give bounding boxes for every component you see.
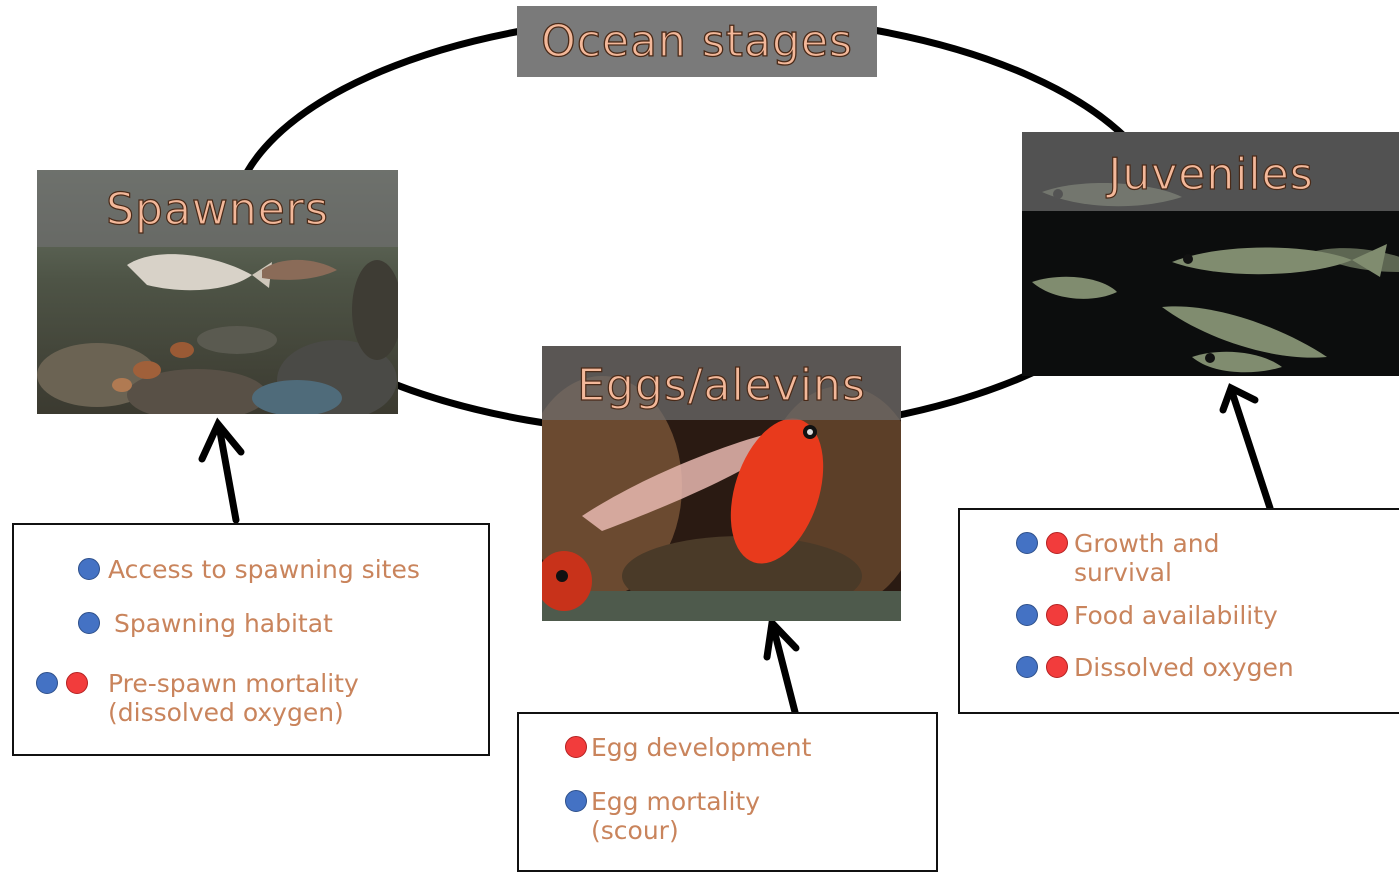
blue-dot-icon xyxy=(78,612,100,634)
juveniles-factors-box: Growth and survival Food availability Di… xyxy=(958,508,1399,714)
arrow-eggs xyxy=(767,623,796,712)
factor-egg-mortality: Egg mortality (scour) xyxy=(565,787,760,845)
factor-egg-development: Egg development xyxy=(565,733,811,762)
factor-label: Egg development xyxy=(591,733,811,762)
arrow-juveniles xyxy=(1223,388,1270,508)
eggs-panel: Eggs/alevins xyxy=(542,346,901,621)
factor-food-availability: Food availability xyxy=(1016,601,1278,630)
blue-dot-icon xyxy=(565,790,587,812)
arrow-spawners xyxy=(202,424,241,520)
eggs-label: Eggs/alevins xyxy=(542,346,901,420)
blue-dot-icon xyxy=(1016,656,1038,678)
factor-label: Pre-spawn mortality xyxy=(108,669,359,698)
factor-label-sub: (scour) xyxy=(591,816,679,845)
factor-dissolved-oxygen: Dissolved oxygen xyxy=(1016,653,1294,682)
factor-access-spawning: Access to spawning sites xyxy=(78,555,420,584)
juveniles-label: Juveniles xyxy=(1022,132,1399,211)
red-dot-icon xyxy=(565,736,587,758)
factor-label: Egg mortality xyxy=(591,787,760,816)
red-dot-icon xyxy=(66,672,88,694)
factor-label: Access to spawning sites xyxy=(108,555,420,584)
blue-dot-icon xyxy=(1016,532,1038,554)
factor-label: Growth and xyxy=(1074,529,1219,558)
spawners-label: Spawners xyxy=(37,170,398,247)
blue-dot-icon xyxy=(36,672,58,694)
factor-label: Spawning habitat xyxy=(114,609,333,638)
factor-label-sub: survival xyxy=(1074,558,1172,587)
eggs-factors-box: Egg development Egg mortality (scour) xyxy=(517,712,938,872)
factor-label: Dissolved oxygen xyxy=(1074,653,1294,682)
ocean-stages-title: Ocean stages xyxy=(517,6,877,77)
spawners-factors-box: Access to spawning sites Spawning habita… xyxy=(12,523,490,756)
red-dot-icon xyxy=(1046,604,1068,626)
factor-pre-spawn-mortality: Pre-spawn mortality (dissolved oxygen) xyxy=(36,669,359,727)
spawners-panel: Spawners xyxy=(37,170,398,414)
juveniles-panel: Juveniles xyxy=(1022,132,1399,376)
blue-dot-icon xyxy=(78,558,100,580)
red-dot-icon xyxy=(1046,532,1068,554)
factor-label-sub: (dissolved oxygen) xyxy=(108,698,344,727)
red-dot-icon xyxy=(1046,656,1068,678)
blue-dot-icon xyxy=(1016,604,1038,626)
factor-spawning-habitat: Spawning habitat xyxy=(78,609,333,638)
factor-label: Food availability xyxy=(1074,601,1278,630)
factor-growth-survival: Growth and survival xyxy=(1016,529,1219,587)
